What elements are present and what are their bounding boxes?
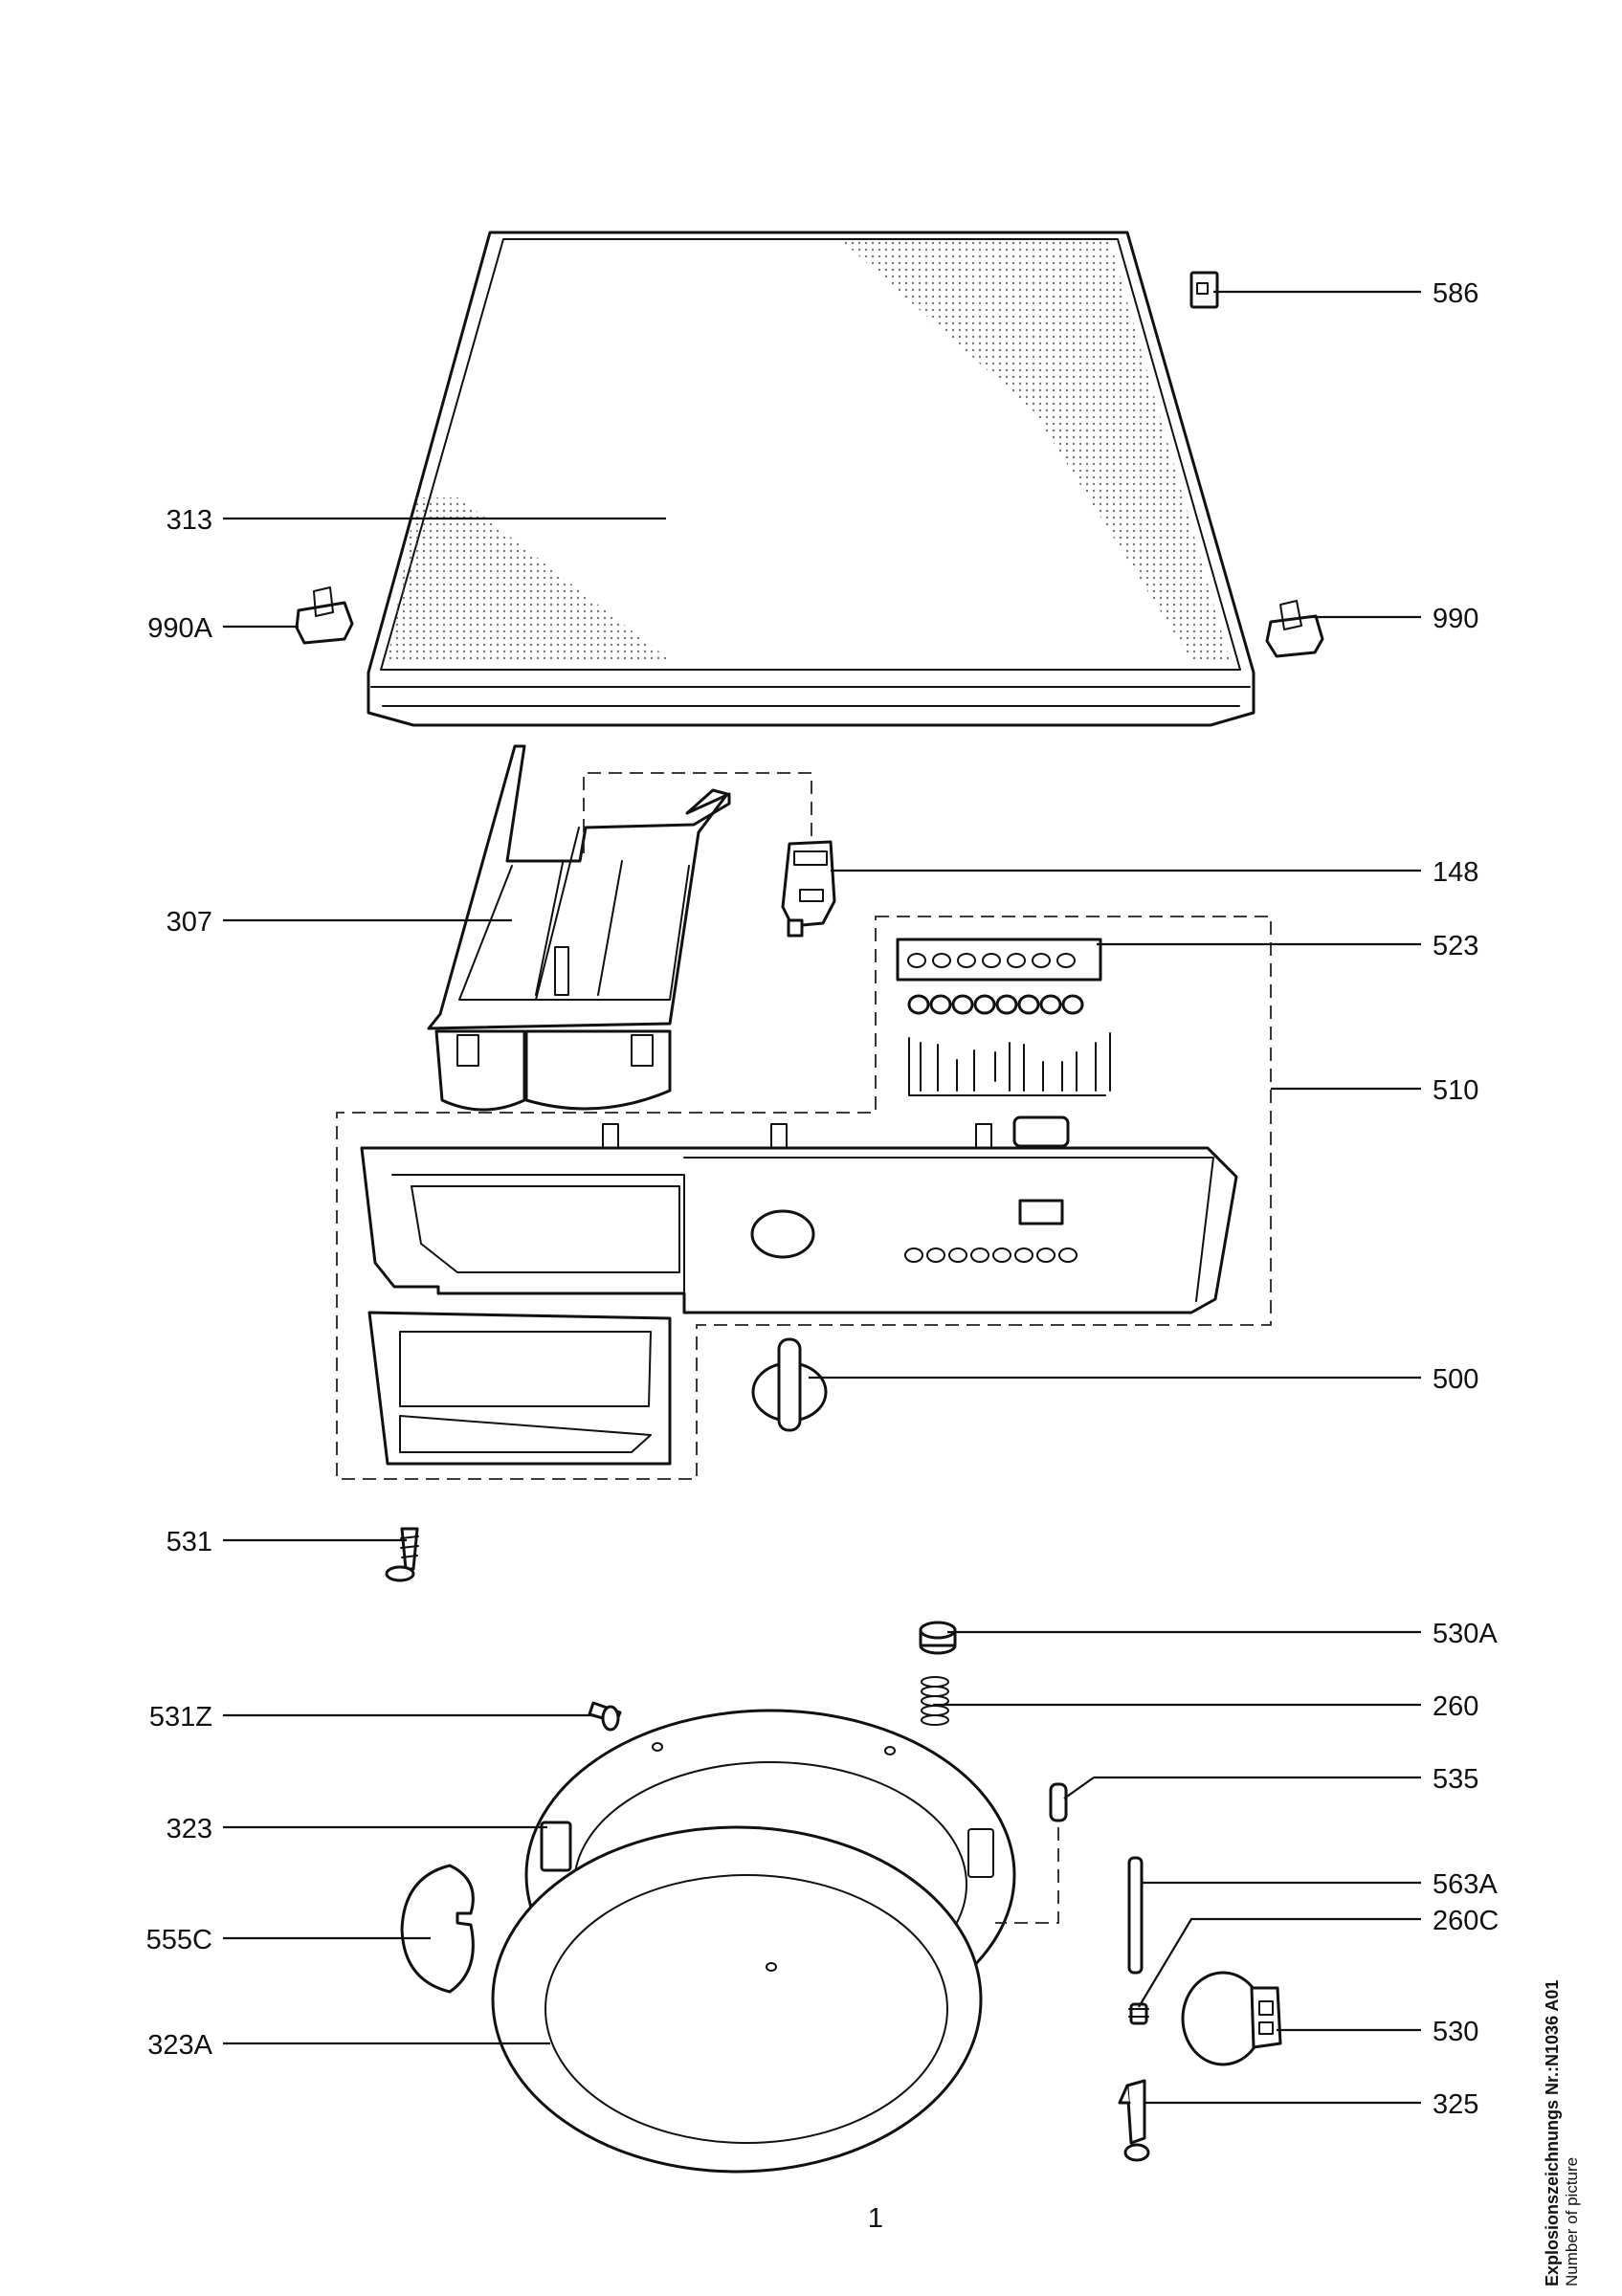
callout-labels: 586 313 990A 990 148 307 523 510 500 531… — [146, 278, 1500, 2120]
callout-531Z: 531Z — [149, 1702, 212, 1733]
part-325-hook — [1118, 2079, 1150, 2162]
part-323A-door-outer-ring — [491, 1825, 983, 2174]
button-row — [907, 953, 1076, 968]
part-313-top-cover — [367, 231, 1255, 727]
callout-586: 586 — [1433, 278, 1478, 309]
callout-307: 307 — [167, 907, 212, 938]
part-260C-spring — [1128, 2002, 1149, 2025]
callout-323A: 323A — [147, 2030, 212, 2061]
callout-563A: 563A — [1433, 1869, 1498, 1900]
callout-523: 523 — [1433, 931, 1478, 961]
part-510-button-caps — [907, 994, 1111, 1148]
part-990A-hinge — [295, 586, 354, 645]
callout-555C: 555C — [146, 1925, 212, 1955]
part-523-button-strip — [896, 938, 1102, 982]
part-530A-cap — [919, 1621, 957, 1655]
callout-990A: 990A — [147, 613, 212, 644]
callout-990: 990 — [1433, 604, 1478, 634]
callout-325: 325 — [1433, 2089, 1478, 2120]
callout-530: 530 — [1433, 2017, 1478, 2047]
panel-button-row — [904, 1247, 1078, 1263]
part-260-spring — [921, 1676, 949, 1726]
part-148-switch — [781, 840, 836, 938]
callout-535: 535 — [1433, 1764, 1478, 1795]
leader-lines — [223, 290, 1421, 2105]
part-531-screw — [385, 1527, 419, 1582]
picture-number-label: Explosionszeichnungs Nr.:N1036 A01 Numbe… — [1543, 1808, 1590, 2286]
part-307-detergent-drawer — [427, 744, 731, 1112]
callout-313: 313 — [167, 505, 212, 536]
leader-535 — [1063, 1777, 1095, 1799]
picture-number-line2: Number of picture — [1562, 2156, 1581, 2286]
guide-dashed-510-group — [336, 916, 1272, 1480]
callout-531: 531 — [167, 1527, 212, 1557]
part-531Z-screw — [588, 1701, 622, 1732]
part-586-clip — [1189, 271, 1219, 309]
part-990-hinge — [1265, 600, 1324, 658]
callout-510: 510 — [1433, 1075, 1478, 1106]
part-530-door-handle — [1181, 1971, 1282, 2066]
callout-260C: 260C — [1433, 1906, 1499, 1936]
part-535-pin — [1049, 1782, 1068, 1822]
leader-260C — [1138, 1917, 1421, 2008]
part-drawer-front — [367, 1311, 672, 1466]
picture-number-line1: Explosionszeichnungs Nr.:N1036 A01 — [1543, 1979, 1562, 2286]
guide-dashed-307-148 — [583, 772, 812, 853]
callout-530A: 530A — [1433, 1619, 1498, 1649]
part-555C-cover — [400, 1864, 475, 1994]
guide-dashed-535 — [995, 1827, 1059, 1924]
page-number: 1 — [867, 2203, 884, 2234]
callout-260: 260 — [1433, 1691, 1478, 1722]
callout-323: 323 — [167, 1814, 212, 1844]
part-control-panel — [360, 1123, 1238, 1314]
part-500-knob — [751, 1337, 828, 1432]
callout-500: 500 — [1433, 1364, 1478, 1395]
callout-148: 148 — [1433, 857, 1478, 888]
part-563A-rod — [1127, 1856, 1144, 1975]
